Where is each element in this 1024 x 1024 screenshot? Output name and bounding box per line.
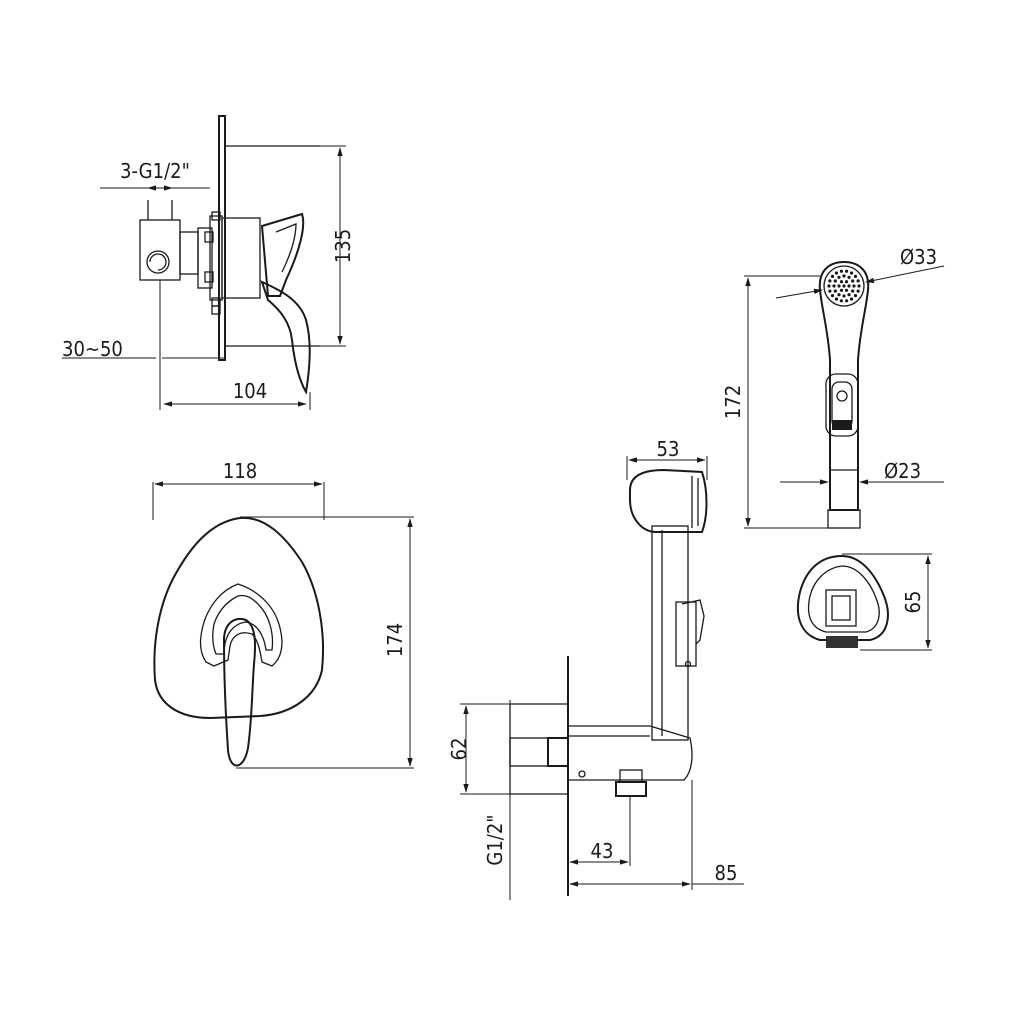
spray-hole [828, 289, 832, 293]
hand-sprayer [744, 260, 945, 529]
spray-hole [834, 271, 839, 275]
side-height-label: 135 [331, 229, 355, 263]
spray-hole [847, 293, 851, 297]
outlet-thread-label: G1/2" [483, 814, 507, 865]
spray-hole [837, 284, 841, 288]
mixer-side-view [62, 115, 346, 410]
outlet-height-label: 62 [447, 738, 471, 761]
spray-hole [834, 297, 839, 301]
spray-hole [832, 284, 836, 288]
spray-hole [844, 288, 849, 292]
spray-hole [857, 284, 861, 288]
spray-hole [839, 280, 844, 284]
spray-hole [842, 294, 846, 298]
spray-hole [851, 279, 855, 283]
spray-hole [845, 269, 849, 273]
spray-hole [849, 297, 854, 301]
spray-hole [844, 280, 849, 284]
spray-hole [847, 284, 851, 288]
spray-hole [853, 294, 858, 298]
spray-hole [833, 289, 837, 293]
mixer-front-view [152, 481, 414, 769]
holder-plate-height-label: 65 [901, 591, 925, 614]
spray-hole [839, 299, 844, 303]
spray-hole [842, 284, 846, 288]
spray-hole [856, 279, 860, 283]
spray-hole [828, 279, 832, 283]
sprayer-head-dia-label: Ø33 [900, 245, 937, 269]
front-height-label: 174 [383, 623, 407, 657]
spray-hole [830, 294, 835, 298]
spray-hole [839, 288, 844, 292]
spray-hole [856, 289, 860, 293]
holder-outlet-assembly [460, 456, 744, 900]
spray-hole [837, 275, 841, 279]
sprayer-handle-dia-label: Ø23 [884, 459, 921, 483]
spray-hole [833, 279, 837, 283]
spray-hole [849, 271, 854, 275]
side-thread-label: 3-G1/2" [120, 159, 190, 183]
wall-holder-plate [796, 553, 932, 651]
front-width-label: 118 [223, 459, 257, 483]
spray-hole [847, 275, 851, 279]
spray-hole [853, 274, 858, 278]
outlet-depth-label: 85 [715, 861, 738, 885]
holder-width-label: 53 [657, 437, 680, 461]
spray-hole [852, 284, 856, 288]
spray-hole [851, 289, 855, 293]
spray-hole [837, 293, 841, 297]
spray-hole [827, 284, 831, 288]
side-wall-range-label: 30~50 [62, 337, 123, 361]
spray-hole [830, 274, 835, 278]
sprayer-length-label: 172 [721, 385, 745, 419]
spray-hole [839, 269, 844, 273]
outlet-offset-label: 43 [591, 839, 614, 863]
spray-holes [827, 269, 861, 303]
spray-hole [842, 274, 846, 278]
spray-hole [845, 299, 849, 303]
side-depth-label: 104 [233, 379, 267, 403]
